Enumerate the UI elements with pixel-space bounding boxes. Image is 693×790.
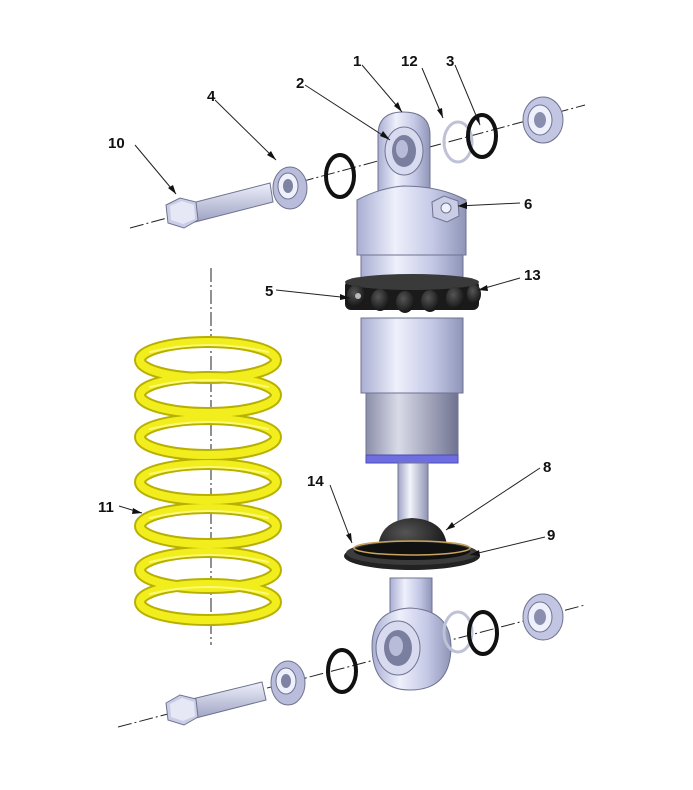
- callout-6: 6: [524, 196, 532, 213]
- lower-spacer-right: [522, 593, 564, 641]
- upper-oring-3: [466, 113, 498, 159]
- collar-screw: [355, 293, 361, 299]
- lower-oring-left: [326, 648, 358, 694]
- shock-body: [356, 111, 467, 464]
- upper-oring-left: [324, 153, 356, 199]
- callout-10: 10: [108, 135, 125, 152]
- callout-2: 2: [296, 75, 304, 92]
- upper-circlip-12: [442, 120, 474, 164]
- lower-circlip: [442, 610, 474, 654]
- leader-lines: [118, 64, 546, 556]
- lower-spacer-left: [270, 660, 306, 706]
- callout-1: 1: [353, 53, 361, 70]
- callout-11: 11: [98, 499, 114, 516]
- callout-13: 13: [524, 267, 541, 284]
- callout-labels: 1 2 3 4 5 6 8 9 10 11 12 13 14: [98, 53, 555, 544]
- lower-oring-right: [467, 610, 499, 656]
- callout-8: 8: [543, 459, 551, 476]
- lower-eye: [371, 577, 452, 691]
- callout-5: 5: [265, 283, 273, 300]
- upper-spacer-left: [272, 166, 308, 210]
- callout-12: 12: [401, 53, 418, 70]
- callout-9: 9: [547, 527, 555, 544]
- callout-3: 3: [446, 53, 454, 70]
- preload-collar: [345, 274, 481, 313]
- leader-arrowheads: [132, 102, 488, 556]
- spring-seat: [344, 540, 480, 570]
- upper-bolt: [165, 182, 274, 229]
- seat-washer-14: [353, 540, 471, 556]
- coil-spring: [134, 336, 282, 626]
- upper-spacer-right: [522, 96, 564, 144]
- lower-bolt: [165, 681, 267, 726]
- callout-4: 4: [207, 88, 216, 105]
- lower-mount-axis: [117, 604, 586, 728]
- callout-14: 14: [307, 473, 324, 490]
